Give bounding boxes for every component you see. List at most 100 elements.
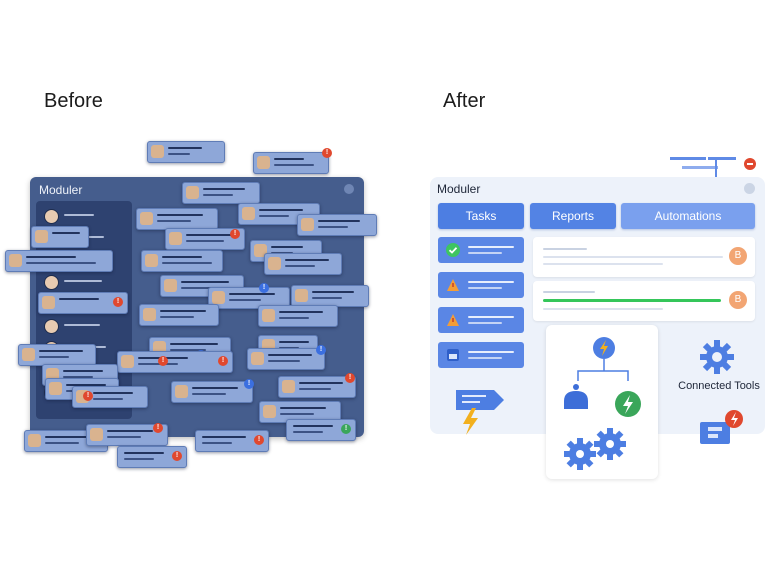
avatar-icon <box>46 368 59 381</box>
warning-icon <box>447 279 459 291</box>
sidebar-item[interactable] <box>44 275 124 290</box>
alert-badge-icon: ! <box>158 356 168 366</box>
avatar-icon <box>282 380 295 393</box>
alert-badge-icon: ! <box>345 373 355 383</box>
notification-chip[interactable]: ! <box>38 292 128 314</box>
avatar-icon <box>242 207 255 220</box>
avatar-icon <box>169 232 182 245</box>
alert-badge-icon: ! <box>153 423 163 433</box>
avatar-icon <box>164 279 177 292</box>
avatar-icon <box>151 145 164 158</box>
task-item[interactable] <box>438 272 524 298</box>
after-heading: After <box>443 90 486 112</box>
avatar-icon <box>301 218 314 231</box>
avatar-icon <box>35 230 48 243</box>
notification-chip[interactable]: ! <box>286 419 356 441</box>
notification-chip[interactable]: ! <box>165 228 245 250</box>
tab-automations[interactable]: Automations <box>621 203 755 229</box>
notification-chip[interactable]: ! <box>86 423 168 446</box>
avatar-icon <box>263 405 276 418</box>
status-badge: B <box>729 247 747 265</box>
avatar-icon <box>254 244 267 257</box>
notification-chip[interactable]: ! <box>72 386 148 408</box>
notification-chip[interactable] <box>141 250 223 272</box>
avatar-icon <box>44 319 59 334</box>
alert-badge-icon: ! <box>230 229 240 239</box>
before-heading: Before <box>44 90 103 112</box>
tab-reports[interactable]: Reports <box>530 203 616 229</box>
task-item[interactable] <box>438 307 524 333</box>
notification-chip[interactable]: ! <box>171 379 254 403</box>
avatar-icon <box>153 341 166 354</box>
alert-badge-icon: ! <box>218 356 228 366</box>
notification-chip[interactable] <box>139 304 219 326</box>
progress-bar <box>543 299 721 302</box>
alert-badge-icon: ! <box>83 391 93 401</box>
avatar-icon <box>212 291 225 304</box>
avatar-icon <box>90 428 103 441</box>
alert-badge-icon: ! <box>322 148 332 158</box>
workflow-diagram <box>564 337 641 417</box>
task-item[interactable] <box>438 342 524 368</box>
avatar-icon <box>44 275 59 290</box>
notification-chip[interactable] <box>31 226 89 248</box>
avatar-icon <box>49 382 62 395</box>
gear-icon <box>700 340 734 374</box>
notification-chip[interactable] <box>18 344 96 366</box>
avatar-icon <box>140 212 153 225</box>
alert-badge-icon: ! <box>113 297 123 307</box>
notification-chip[interactable]: ! <box>253 148 332 174</box>
avatar-icon <box>121 355 134 368</box>
avatar-icon <box>295 289 308 302</box>
report-card[interactable]: B <box>533 281 755 321</box>
alert-badge-icon: ! <box>172 451 182 461</box>
tab-tasks[interactable]: Tasks <box>438 203 524 229</box>
task-item[interactable] <box>438 237 524 263</box>
alert-badge-icon: ! <box>244 379 254 389</box>
notification-chip[interactable]: ! <box>195 430 269 452</box>
avatar-icon <box>143 308 156 321</box>
inbox-icon <box>447 349 459 361</box>
integration-icon <box>700 410 743 444</box>
avatar-icon <box>257 156 270 169</box>
before-window-title: Moduler <box>39 183 83 197</box>
window-control-dot[interactable] <box>344 184 354 194</box>
notification-chip[interactable] <box>147 141 225 163</box>
avatar-icon <box>145 254 158 267</box>
notification-chip[interactable] <box>297 214 377 236</box>
check-icon <box>446 243 460 257</box>
notification-chip[interactable]: ! <box>247 345 326 370</box>
avatar-icon <box>251 352 264 365</box>
notification-chip[interactable] <box>264 253 342 275</box>
status-badge: B <box>729 291 747 309</box>
notification-chip[interactable] <box>182 182 260 204</box>
alert-badge-icon: ! <box>254 435 264 445</box>
warning-icon <box>447 314 459 326</box>
notification-chip[interactable] <box>258 305 338 327</box>
avatar-icon <box>28 434 41 447</box>
after-window-title: Moduler <box>437 182 481 196</box>
notification-chip[interactable]: ! <box>208 283 290 309</box>
connected-tools-label: Connected Tools <box>678 380 760 392</box>
notification-chip[interactable]: !! <box>117 351 233 373</box>
notification-chip[interactable]: ! <box>117 446 187 468</box>
gear-icon <box>564 428 626 470</box>
avatar-icon <box>44 209 59 224</box>
sidebar-item[interactable] <box>44 209 124 224</box>
alert-badge-icon: ! <box>316 345 326 355</box>
tag-icon <box>456 390 504 435</box>
window-control-dot[interactable] <box>744 183 755 194</box>
notification-chip[interactable] <box>291 285 369 307</box>
avatar-icon <box>9 254 22 267</box>
alert-badge-icon: ! <box>259 283 269 293</box>
avatar-icon <box>42 296 55 309</box>
notification-chip[interactable] <box>5 250 113 272</box>
report-card[interactable]: B <box>533 237 755 277</box>
avatar-icon <box>186 186 199 199</box>
sidebar-item[interactable] <box>44 319 124 334</box>
avatar-icon <box>262 309 275 322</box>
avatar-icon <box>22 348 35 361</box>
notification-chip[interactable]: ! <box>278 373 356 398</box>
avatar-icon <box>175 385 188 398</box>
notification-chip[interactable] <box>136 208 218 230</box>
